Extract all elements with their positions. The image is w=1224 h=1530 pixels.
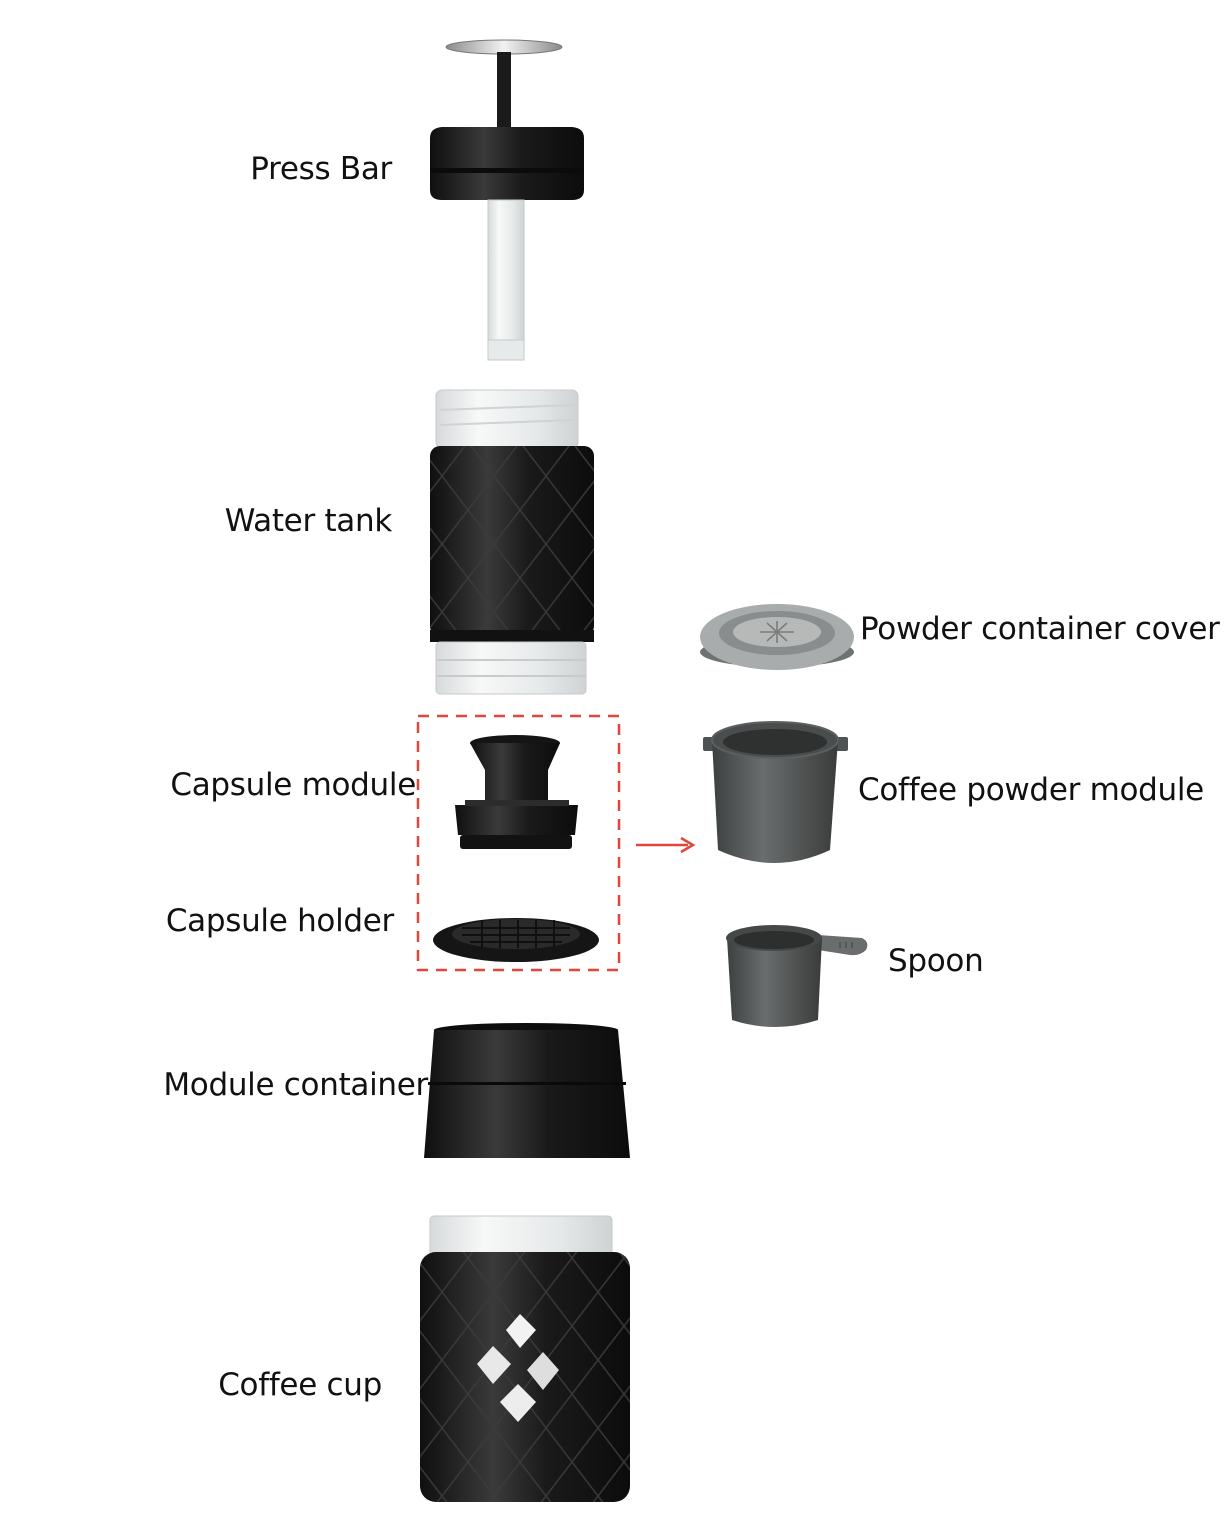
label-module-container: Module container	[163, 1067, 428, 1103]
press-bar-part	[430, 39, 584, 361]
label-capsule-holder: Capsule holder	[165, 903, 394, 939]
label-spoon: Spoon	[888, 943, 984, 979]
label-water-tank: Water tank	[224, 503, 393, 539]
label-capsule-module: Capsule module	[170, 767, 416, 803]
powder-container-cover-part	[700, 604, 854, 670]
capsule-module-part	[455, 735, 578, 849]
label-press-bar: Press Bar	[250, 151, 392, 187]
spoon-part	[726, 925, 868, 1027]
capsule-holder-part	[433, 918, 599, 962]
label-powder-container-cover: Powder container cover	[860, 611, 1220, 647]
module-container-part	[424, 1023, 630, 1158]
coffee-powder-module-part	[703, 721, 848, 863]
capsule-group-box	[416, 714, 621, 972]
water-tank-part	[430, 389, 594, 695]
label-coffee-powder-module: Coffee powder module	[858, 772, 1204, 808]
coffee-cup-part	[420, 1215, 630, 1502]
label-coffee-cup: Coffee cup	[218, 1367, 382, 1403]
arrow-icon	[636, 836, 696, 854]
